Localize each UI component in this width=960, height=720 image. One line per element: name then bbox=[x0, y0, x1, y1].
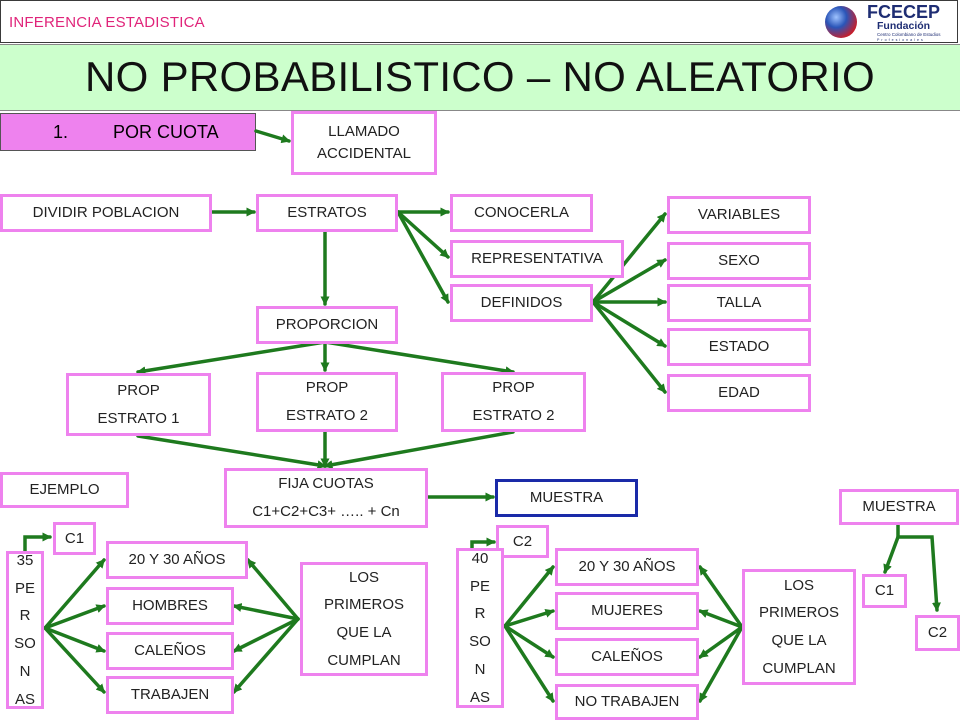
arrow-people1-gender bbox=[43, 604, 106, 630]
arrow-definidos-estado bbox=[591, 300, 667, 348]
node-talla: TALLA bbox=[667, 284, 811, 322]
criterion-age-1: 20 Y 30 AÑOS bbox=[106, 541, 248, 579]
people-35-personas: 35 PE R SO N AS bbox=[6, 551, 44, 709]
top-bar: INFERENCIA ESTADISTICA FCECEP Fundación … bbox=[0, 0, 958, 43]
arrow-prop1-fija bbox=[136, 434, 327, 470]
logo-sphere-icon bbox=[825, 6, 857, 38]
arrow-definidos-sexo bbox=[591, 258, 667, 304]
subject-label: INFERENCIA ESTADISTICA bbox=[9, 14, 205, 31]
node-dividir-poblacion: DIVIDIR POBLACION bbox=[0, 194, 212, 232]
arrow-definidos-variables bbox=[591, 212, 667, 304]
node-prop-estrato-1: PROP ESTRATO 1 bbox=[66, 373, 211, 436]
quota-c1: C1 bbox=[53, 522, 96, 555]
node-variables: VARIABLES bbox=[667, 196, 811, 234]
node-definidos: DEFINIDOS bbox=[450, 284, 593, 322]
logo-subtitle: Fundación bbox=[877, 20, 931, 32]
arrow-rule2-origin bbox=[698, 625, 744, 659]
arrow-cuota-llamado bbox=[254, 129, 291, 144]
arrow-proporcion-prop2b bbox=[323, 340, 515, 376]
arrow-people2-origin bbox=[503, 624, 555, 659]
arrow-rule1-age bbox=[246, 558, 300, 621]
criterion-origin-1: CALEÑOS bbox=[106, 632, 234, 670]
arrow-people2-work bbox=[503, 624, 555, 703]
criterion-age-2: 20 Y 30 AÑOS bbox=[555, 548, 699, 586]
arrow-muestra-c1 bbox=[883, 523, 900, 574]
arrow-prop2b-fija bbox=[323, 430, 515, 470]
node-llamado-accidental: LLAMADO ACCIDENTAL bbox=[291, 111, 437, 175]
arrow-rule1-work bbox=[232, 617, 300, 694]
arrow-rule2-age bbox=[698, 565, 744, 629]
section-label: 1. POR CUOTA bbox=[0, 113, 256, 151]
arrow-people1-work bbox=[43, 626, 106, 694]
node-ejemplo: EJEMPLO bbox=[0, 472, 129, 508]
node-c2-right: C2 bbox=[915, 615, 960, 651]
node-proporcion: PROPORCION bbox=[256, 306, 398, 344]
node-estratos: ESTRATOS bbox=[256, 194, 398, 232]
node-conocerla: CONOCERLA bbox=[450, 194, 593, 232]
node-c1-right: C1 bbox=[862, 574, 907, 608]
node-sexo: SEXO bbox=[667, 242, 811, 280]
criterion-work-1: TRABAJEN bbox=[106, 676, 234, 714]
arrow-people1-c1 bbox=[23, 532, 52, 553]
arrow-proporcion-prop1 bbox=[136, 340, 327, 376]
node-representativa: REPRESENTATIVA bbox=[450, 240, 624, 278]
logo-subtitle-2: Centro Colombiano de Estudios bbox=[877, 32, 941, 37]
criterion-work-2: NO TRABAJEN bbox=[555, 684, 699, 720]
node-muestra-right: MUESTRA bbox=[839, 489, 959, 525]
arrow-rule2-gender bbox=[698, 609, 744, 629]
people-40-personas: 40 PE R SO N AS bbox=[456, 548, 504, 708]
node-estado: ESTADO bbox=[667, 328, 811, 366]
logo-subtitle-3: Profesionales bbox=[877, 38, 925, 42]
section-text: POR CUOTA bbox=[113, 122, 219, 142]
arrow-people2-gender bbox=[503, 608, 555, 628]
criterion-gender-2: MUJERES bbox=[555, 592, 699, 630]
arrow-definidos-edad bbox=[591, 300, 667, 394]
arrow-estratos-definidos bbox=[396, 210, 450, 304]
arrow-people1-age bbox=[43, 558, 106, 630]
fcecep-logo: FCECEP Fundación Centro Colombiano de Es… bbox=[823, 2, 959, 43]
arrow-people2-age bbox=[503, 565, 555, 628]
page-title: NO PROBABILISTICO – NO ALEATORIO bbox=[85, 53, 875, 100]
node-fija-cuotas: FIJA CUOTAS C1+C2+C3+ ….. + Cn bbox=[224, 468, 428, 528]
node-prop-estrato-2b: PROP ESTRATO 2 bbox=[441, 372, 586, 432]
arrow-muestra-c2 bbox=[896, 535, 941, 612]
section-number: 1. bbox=[53, 122, 69, 142]
arrow-estratos-representativa bbox=[396, 210, 450, 259]
criterion-origin-2: CALEÑOS bbox=[555, 638, 699, 676]
criterion-gender-1: HOMBRES bbox=[106, 587, 234, 625]
arrow-rule1-origin bbox=[232, 617, 300, 653]
node-edad: EDAD bbox=[667, 374, 811, 412]
node-prop-estrato-2a: PROP ESTRATO 2 bbox=[256, 372, 398, 432]
logo-name: FCECEP bbox=[867, 2, 941, 22]
quota-c2: C2 bbox=[496, 525, 549, 558]
rule-first-1: LOS PRIMEROS QUE LA CUMPLAN bbox=[300, 562, 428, 676]
node-muestra: MUESTRA bbox=[495, 479, 638, 517]
arrow-rule1-gender bbox=[232, 603, 300, 621]
arrow-people1-origin bbox=[43, 626, 106, 653]
arrow-rule2-work bbox=[698, 625, 744, 703]
title-band: NO PROBABILISTICO – NO ALEATORIO bbox=[0, 44, 960, 111]
rule-first-2: LOS PRIMEROS QUE LA CUMPLAN bbox=[742, 569, 856, 685]
